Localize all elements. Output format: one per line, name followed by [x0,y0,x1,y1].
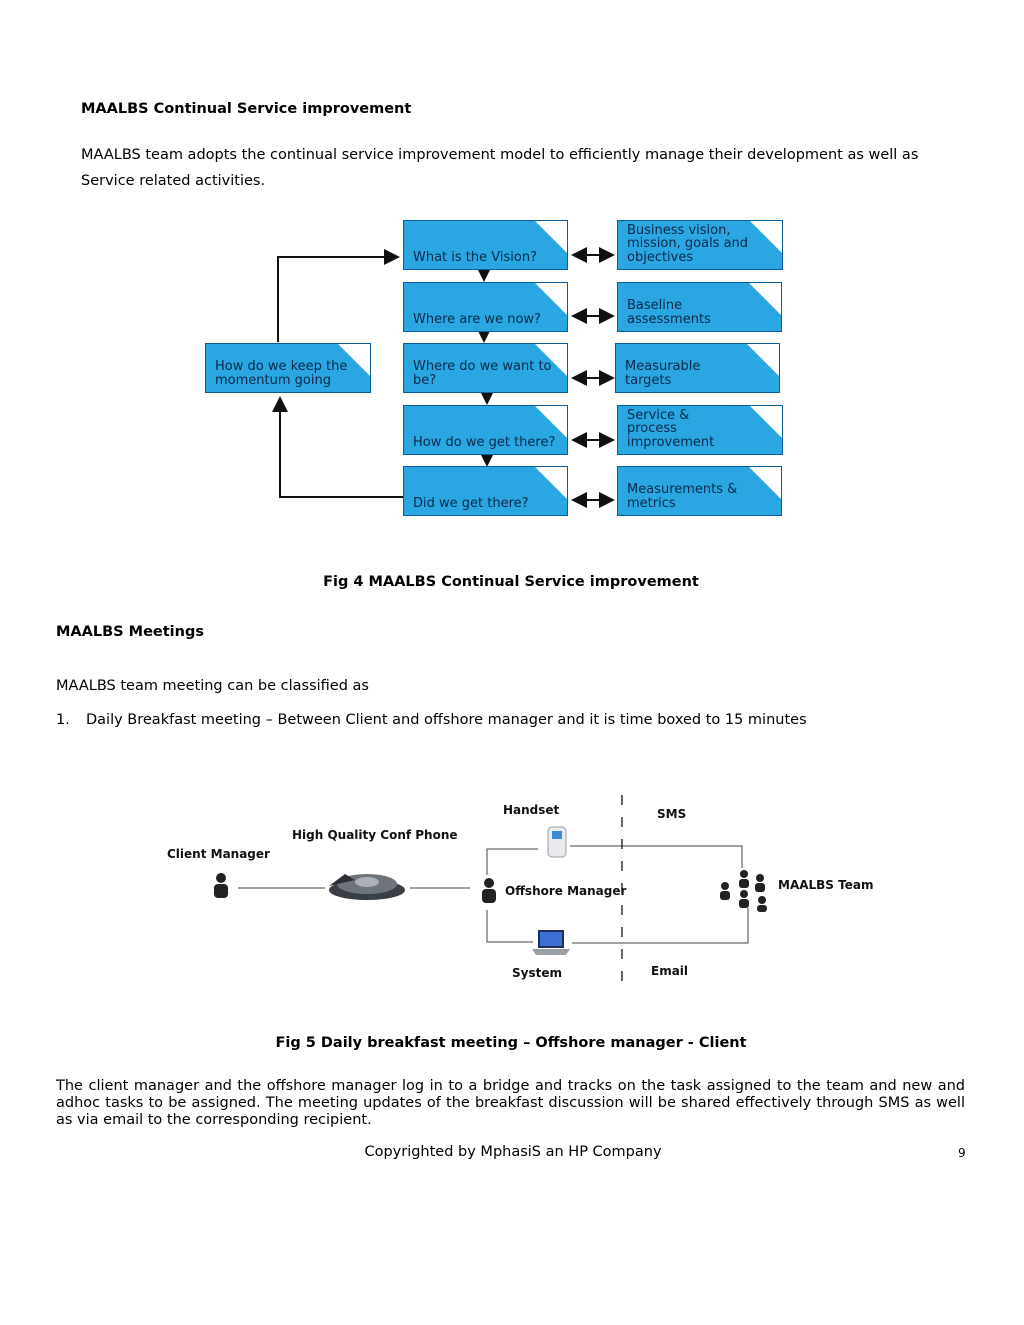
csi-item-improvement: Service & process improvement [617,405,783,455]
csi-loop-momentum: How do we keep the momentum going [205,343,371,393]
csi-item-vision: Business vision, mission, goals and obje… [617,220,783,270]
list-item-daily-breakfast: Daily Breakfast meeting – Between Client… [86,712,807,728]
email-label: Email [651,964,689,978]
csi-item-label: Measurable targets [625,359,701,388]
csi-step-vision: What is the Vision? [403,220,568,270]
sms-label: SMS [657,807,687,821]
csi-paragraph-line-2: Service related activities. [81,173,266,189]
closing-paragraph: The client manager and the offshore mana… [56,1078,965,1128]
list-item-number: 1. [56,712,70,728]
csi-step-how: How do we get there? [403,405,568,455]
system-laptop-icon [532,930,570,955]
csi-connectors [272,247,615,508]
meeting-connectors [238,795,749,992]
csi-diagram: What is the Vision? Where are we now? Wh… [0,0,1024,560]
csi-paragraph-line-1: MAALBS team adopts the continual service… [81,147,919,163]
fig5-caption: Fig 5 Daily breakfast meeting – Offshore… [275,1035,747,1051]
client-manager-person-icon [214,873,228,898]
csi-step-label: How do we get there? [413,434,556,450]
conference-phone-icon [329,874,405,900]
csi-item-baseline: Baseline assessments [617,282,782,332]
section-heading-meetings: MAALBS Meetings [56,624,204,640]
csi-item-label: Measurements & metrics [627,482,738,511]
conf-phone-label: High Quality Conf Phone [292,828,458,842]
csi-step-label: Where are we now? [413,311,541,327]
csi-item-targets: Measurable targets [615,343,780,393]
csi-step-label: Where do we want to be? [413,359,552,388]
csi-item-label: Service & process improvement [627,407,715,450]
csi-step-want: Where do we want to be? [403,343,568,393]
csi-item-label: Baseline assessments [627,298,711,327]
client-manager-label: Client Manager [167,847,270,861]
maalbs-team-icon [720,870,767,912]
handset-icon [547,826,567,858]
csi-item-metrics: Measurements & metrics [617,466,782,516]
csi-paragraph: MAALBS team adopts the continual service… [81,142,951,194]
handset-label: Handset [503,803,560,817]
meeting-diagram: Client Manager High Quality Conf Phone H… [0,780,1024,1020]
offshore-manager-person-icon [482,878,496,903]
section-heading-csi: MAALBS Continual Service improvement [81,101,412,117]
fig4-caption: Fig 4 MAALBS Continual Service improveme… [323,574,699,590]
csi-item-label: Business vision, mission, goals and obje… [627,222,749,265]
offshore-manager-label: Offshore Manager [505,884,627,898]
maalbs-team-label: MAALBS Team [778,878,874,892]
footer-copyright: Copyrighted by MphasiS an HP Company [364,1144,662,1160]
csi-step-now: Where are we now? [403,282,568,332]
csi-step-label: Did we get there? [413,495,529,511]
system-label: System [512,966,562,980]
page-number: 9 [958,1146,966,1160]
meetings-intro: MAALBS team meeting can be classified as [56,678,369,694]
csi-step-did: Did we get there? [403,466,568,516]
csi-loop-label: How do we keep the momentum going [215,359,348,388]
csi-step-label: What is the Vision? [413,249,537,265]
